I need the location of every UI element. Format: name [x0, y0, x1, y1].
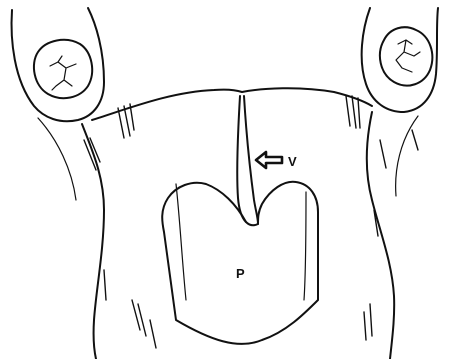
right-lateral-wall: [346, 96, 418, 359]
right-tooth: [362, 8, 438, 112]
palate-outline: [92, 88, 372, 120]
arrow-label: V: [288, 154, 297, 169]
arrow-icon: [256, 152, 282, 168]
region-label: P: [236, 266, 245, 281]
central-structure-p: [162, 182, 318, 344]
left-tooth: [12, 8, 104, 121]
left-lateral-wall: [38, 104, 156, 359]
